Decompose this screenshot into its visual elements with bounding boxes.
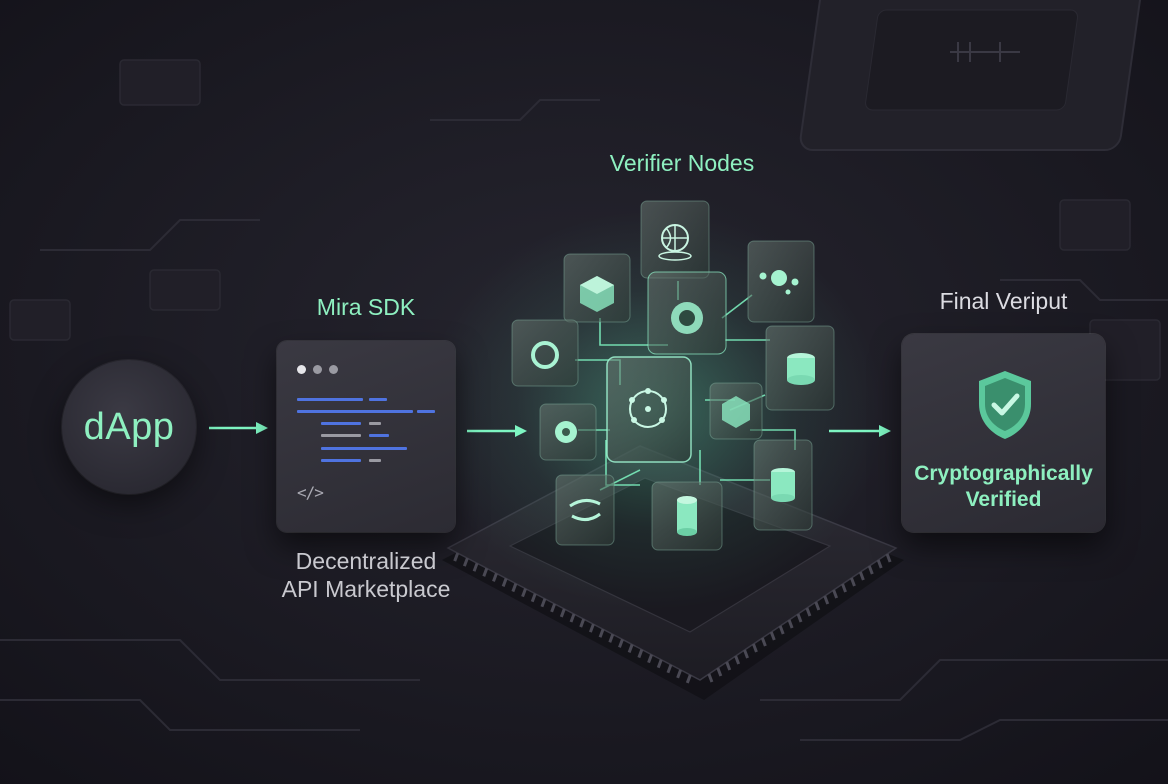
- chip-pin: [743, 649, 749, 659]
- distant-chip: [799, 0, 1142, 151]
- chip-pin: [550, 603, 557, 613]
- chip-pin: [656, 659, 663, 669]
- node-cube: [563, 253, 631, 323]
- chip-pin: [725, 661, 732, 671]
- chip-pin: [734, 655, 741, 665]
- chip-pin: [832, 589, 839, 599]
- node-cylinder-lower: [651, 481, 723, 551]
- verifier-title: Verifier Nodes: [609, 150, 755, 176]
- verified-status-line2: Verified: [965, 488, 1042, 511]
- chip-pin: [598, 628, 605, 638]
- sdk-code-window: </>: [277, 341, 455, 532]
- chip-pin: [876, 559, 883, 569]
- chip-pin: [569, 613, 576, 623]
- chip-pin: [492, 572, 498, 582]
- chip-pin: [805, 607, 812, 617]
- circuit-traces: [0, 99, 1168, 741]
- node-globe-top: [640, 200, 710, 279]
- chip-pin: [676, 669, 683, 679]
- chip-pin: [666, 664, 673, 674]
- chip-pin: [707, 673, 714, 683]
- node-link-lower-left: [555, 474, 615, 546]
- chip-pin: [685, 674, 692, 684]
- chip-pin: [850, 577, 856, 587]
- node-database-lower: [753, 439, 813, 531]
- node-left-ring: [511, 319, 579, 387]
- node-center-main: [606, 356, 692, 463]
- chip-pin: [637, 649, 644, 659]
- chip-pin: [760, 637, 767, 647]
- chip-pin: [858, 571, 865, 581]
- chip-pin: [752, 643, 758, 653]
- code-brackets-icon: </>: [297, 483, 324, 502]
- chip-pin: [627, 643, 634, 653]
- chip-pin: [769, 631, 776, 641]
- chip-pin: [814, 601, 821, 611]
- chip-pin: [511, 583, 518, 593]
- chip-pin: [462, 557, 469, 567]
- verified-status-line1: Cryptographically: [914, 462, 1093, 485]
- dapp-label: dApp: [83, 405, 175, 448]
- chip-pin: [521, 588, 527, 598]
- chip-pin: [867, 565, 874, 575]
- chip-pin: [778, 625, 785, 635]
- chip-pin: [588, 623, 595, 633]
- chip-pin: [482, 567, 489, 577]
- chip-pin: [823, 595, 830, 605]
- shield-check-icon: [979, 371, 1031, 439]
- chip-pin: [841, 583, 847, 593]
- chip-pin: [647, 654, 653, 664]
- chip-pin: [796, 613, 803, 623]
- chip-pin: [501, 577, 508, 587]
- arrow-right-icon: [209, 422, 268, 434]
- chip-pin: [579, 618, 586, 628]
- final-title: Final Veriput: [939, 288, 1068, 314]
- chip-pin: [540, 598, 547, 608]
- chip-pin: [618, 638, 624, 648]
- node-database-right: [765, 325, 835, 411]
- chip-pin: [885, 553, 892, 563]
- chip-pin: [453, 552, 460, 562]
- chip-pin: [608, 633, 615, 643]
- node-left-dot: [539, 403, 597, 461]
- chip-pin: [530, 593, 537, 603]
- node-mini-cube: [709, 382, 763, 440]
- node-center-top: [647, 271, 727, 355]
- sdk-caption-line1: Decentralized: [295, 548, 437, 574]
- node-network-right: [747, 240, 815, 323]
- dapp-node: dApp: [62, 360, 196, 494]
- arrow-right-icon: [467, 425, 527, 437]
- chip-pin: [716, 667, 723, 677]
- flow-arrows: [209, 422, 891, 437]
- verified-result-card: Cryptographically Verified: [902, 334, 1105, 532]
- arrow-right-icon: [829, 425, 891, 437]
- chip-pin: [472, 562, 479, 572]
- verifier-node-tiles: [511, 200, 835, 551]
- sdk-caption-line2: API Marketplace: [281, 576, 451, 602]
- chip-pin: [559, 608, 566, 618]
- faint-chips: [9, 59, 1161, 381]
- sdk-title: Mira SDK: [316, 294, 416, 320]
- chip-pin: [787, 619, 794, 629]
